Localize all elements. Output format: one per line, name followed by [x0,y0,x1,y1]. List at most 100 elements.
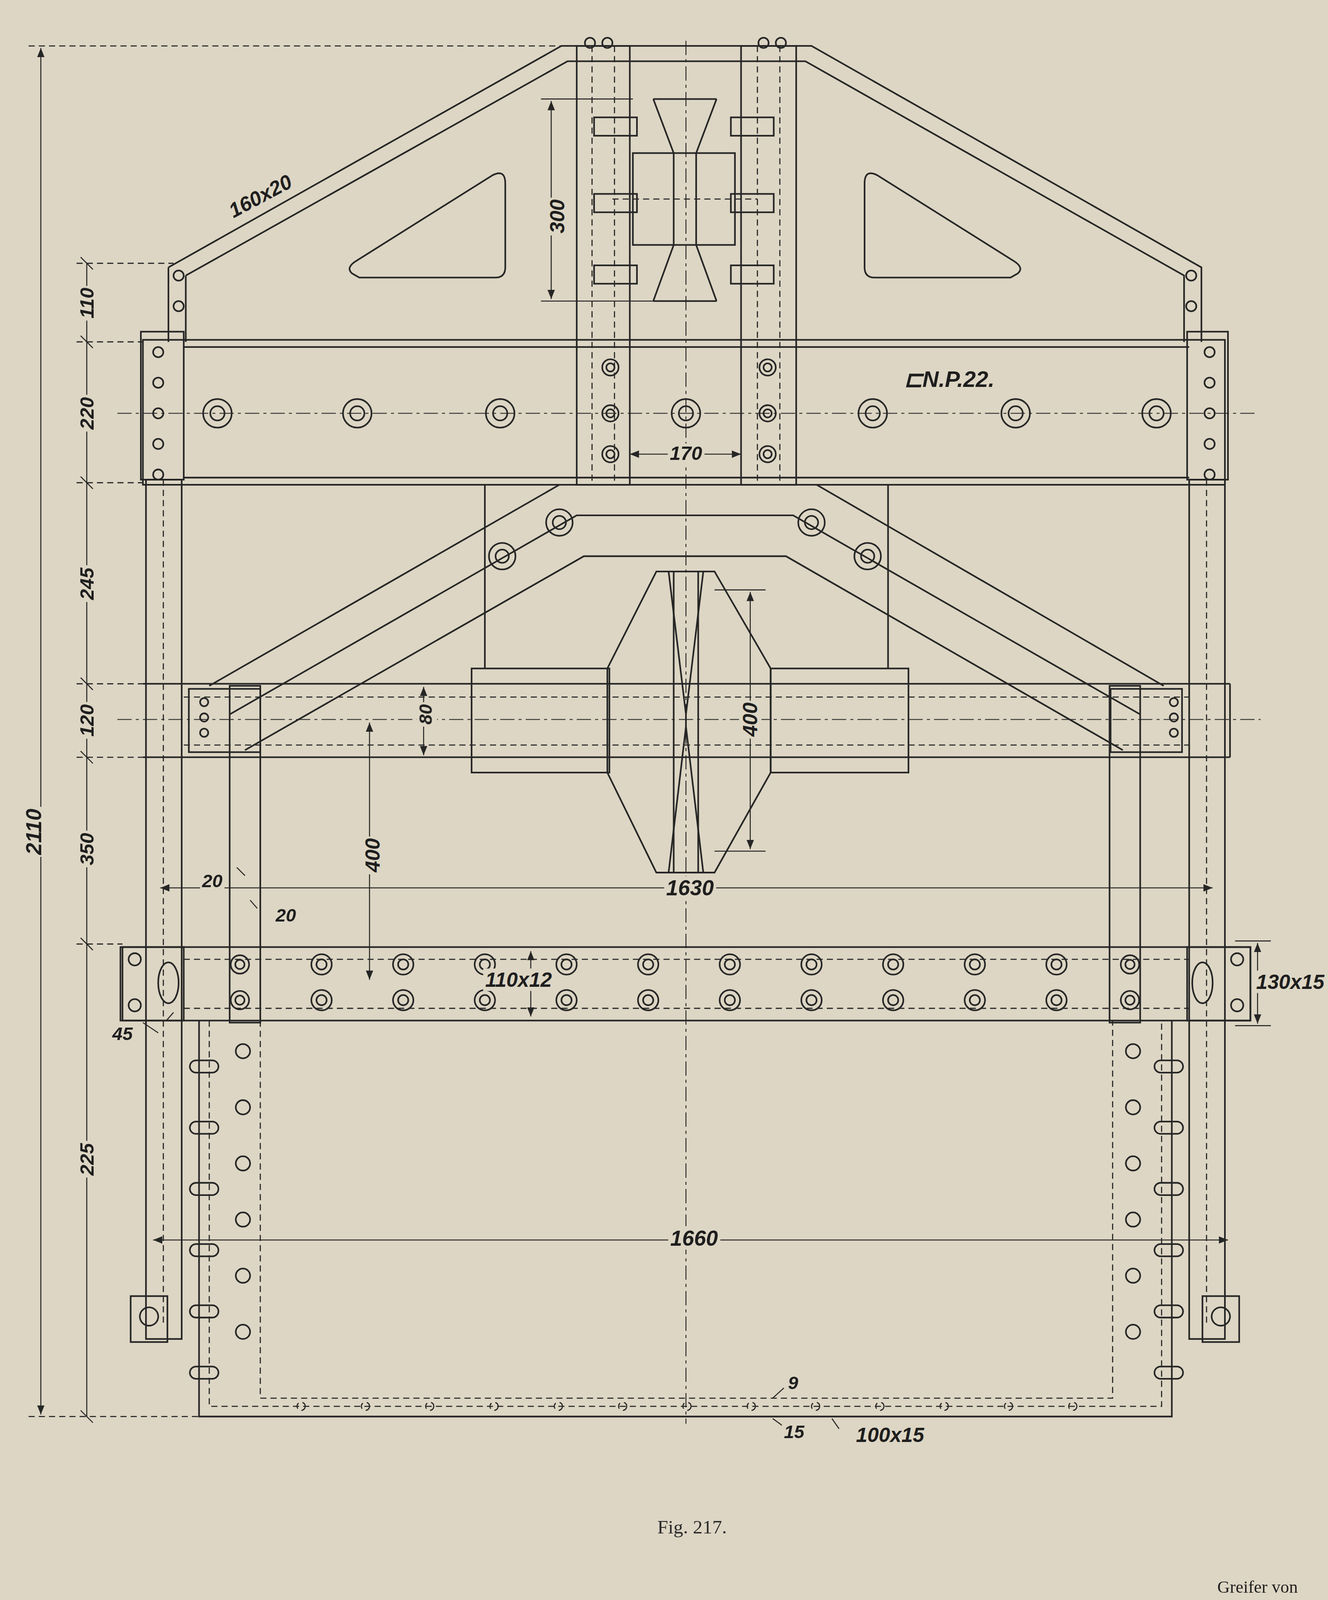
bolt-circle [747,1402,756,1411]
bolt-circle [888,995,899,1006]
bolt-circle [806,959,817,970]
bolt-circle [200,698,209,707]
bolt-circle [1125,1268,1140,1283]
bolt-circle [1125,959,1135,969]
bolt-circle [1125,1324,1140,1340]
struts [229,685,1141,1023]
bolt-circle [398,959,409,970]
bolt-circle [152,408,164,419]
bolt-circle [316,959,327,970]
bolt-circle [806,995,817,1006]
bolt-circle [1204,408,1215,419]
bolt-circle [235,1044,250,1059]
dimension-label: 110 [77,285,99,321]
bolt-circle [602,405,619,422]
cross-bar-110x12 [120,947,1251,1021]
bolt-circle [763,409,772,418]
bolt-circle [235,1100,250,1115]
bolt-circle [606,450,615,459]
bolt-circle [561,959,572,970]
bolt-circle [1204,347,1215,358]
bolt-circle [719,989,741,1011]
bolt-circle [1204,377,1215,388]
bolt-circle [865,406,880,421]
slotted-lug [1154,1244,1184,1257]
bolt-circle [1008,406,1023,421]
bolt-circle [474,989,496,1011]
slotted-lug [1154,1183,1184,1196]
bolt-circle [964,989,986,1011]
slotted-lug [1154,1060,1184,1073]
dimension-label: 1630 [664,876,716,900]
bolt-circle [128,999,141,1012]
bolt-circle [230,991,250,1010]
slotted-lug [1154,1121,1184,1135]
bolt-circle [173,270,184,281]
bolt-circle [235,1324,250,1340]
bolt-circle [235,1156,250,1171]
bolt-circle [854,542,881,570]
bolt-circle [883,989,904,1011]
dimension-label: 245 [77,565,99,603]
slotted-lug [189,1244,219,1257]
bolt-circle [1169,713,1179,722]
bolt-circle [1204,469,1215,480]
bolt-circle [642,959,654,970]
bolt-circle [602,359,619,376]
bolt-circle [724,995,735,1006]
slotted-lug [189,1183,219,1196]
slotted-lug [189,1305,219,1319]
bolt-circle [606,363,615,372]
bolt-circle [724,959,735,970]
bolt-circle [311,989,332,1011]
bolt-circle [798,509,826,537]
bolt-circle [398,995,409,1006]
centre-line [685,40,687,1424]
bolt-circle [316,995,327,1006]
bolt-circle [1004,1402,1013,1411]
bolt-circle [1120,991,1140,1010]
dimension-label: 80 [416,702,437,727]
bolt-circle [969,995,981,1006]
bolt-circle [811,1402,820,1411]
bolt-circle [1142,399,1171,428]
bolt-circle [642,995,654,1006]
bolt-circle [759,405,776,422]
bolt-circle [556,989,577,1011]
bolt-circle [490,1402,499,1411]
bolt-circle [235,1212,250,1227]
bolt-circle [682,1402,692,1411]
bolt-circle [1125,995,1135,1005]
bolt-circle [152,377,164,388]
roof-plate [168,45,1202,342]
bolt-circle [940,1402,949,1411]
dimension-label: 120 [77,702,99,739]
bolt-circle [488,542,516,570]
dimension-label: 400 [739,700,762,739]
bolt-circle [493,406,508,421]
bolt-circle [759,446,776,463]
dimension-label: 45 [110,1024,135,1045]
bolt-circle [128,953,141,966]
dimension-label: 225 [77,1141,99,1178]
bolt-circle [602,37,613,49]
bolt-circle [858,399,888,428]
bolt-circle [561,995,572,1006]
bolt-circle [1125,1044,1140,1059]
bolt-circle [1204,438,1215,450]
bolt-circle [883,954,904,975]
running-head: Greifer von [1215,1578,1301,1598]
bolt-circle [584,37,596,49]
dimension-label: 15 [781,1422,807,1444]
bolt-circle [719,954,741,975]
bolt-circle [392,954,414,975]
dimension-label: 300 [545,197,569,236]
dimension-label: 100x15 [853,1423,926,1447]
bolt-circle [556,954,577,975]
bolt-circle [235,959,245,969]
bolt-circle [235,1268,250,1283]
bolt-circle [1169,698,1179,707]
bolt-circle [210,406,225,421]
